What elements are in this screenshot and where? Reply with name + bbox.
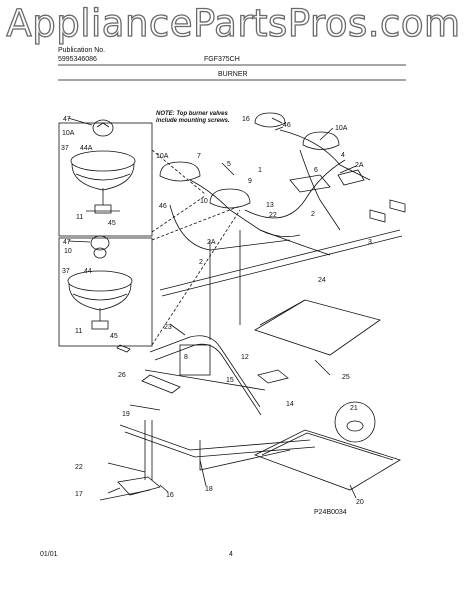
callout: 16 <box>242 116 250 123</box>
callout: 9 <box>248 178 252 185</box>
section-title: BURNER <box>218 71 248 78</box>
note-line-1: NOTE: Top burner valves <box>156 111 228 117</box>
callout: 2A <box>207 239 216 246</box>
callout: 45 <box>110 333 118 340</box>
callout: 37 <box>61 145 69 152</box>
callout: 10A <box>62 130 75 137</box>
page-number: 4 <box>229 551 233 558</box>
callout: 44 <box>84 268 92 275</box>
callout: 11 <box>75 328 82 335</box>
callout: 22 <box>75 464 83 471</box>
callout: 2 <box>199 259 203 266</box>
callout: 20 <box>356 499 364 506</box>
callout: 46 <box>283 122 291 129</box>
callout: 22 <box>269 212 277 219</box>
callout: 46 <box>159 203 167 210</box>
callout: 4 <box>341 152 345 159</box>
callout: 37 <box>62 268 70 275</box>
callout: 24 <box>318 277 326 284</box>
callout: 6 <box>314 167 318 174</box>
callout: 10A <box>156 153 169 160</box>
callout: 18 <box>205 486 213 493</box>
callout: 17 <box>75 491 83 498</box>
note-line-2: include mounting screws. <box>156 118 230 124</box>
callout: 26 <box>118 372 126 379</box>
callout: 19 <box>122 411 130 418</box>
figure-code: P24B0034 <box>314 509 347 516</box>
callout: 45 <box>108 220 116 227</box>
publication-label: Publication No. <box>58 47 106 54</box>
callout: 12 <box>241 354 249 361</box>
callout: 2 <box>311 211 315 218</box>
footer-date: 01/01 <box>40 551 58 558</box>
callout: 10 <box>200 198 208 205</box>
callout: 15 <box>226 377 234 384</box>
callout: 5 <box>227 161 231 168</box>
callout: 14 <box>286 401 294 408</box>
callout: 21 <box>350 405 358 412</box>
callout: 23 <box>164 324 172 331</box>
callout: 10A <box>335 125 348 132</box>
callout: 1 <box>258 167 262 174</box>
callout: 8 <box>184 354 188 361</box>
callout: 16 <box>166 492 174 499</box>
publication-number: 5995346086 <box>58 56 97 63</box>
callout: 7 <box>197 153 201 160</box>
model-number: FGF375CH <box>204 56 240 63</box>
callout: 47 <box>63 239 71 246</box>
callout: 10 <box>64 248 72 255</box>
callout: 2A <box>355 162 364 169</box>
callout: 47 <box>63 116 71 123</box>
callout: 13 <box>266 202 274 209</box>
callout: 44A <box>80 145 93 152</box>
callout: 11 <box>76 214 83 221</box>
watermark: AppliancePartsPros.com <box>6 1 461 45</box>
callout: 3 <box>368 239 372 246</box>
callout: 25 <box>342 374 350 381</box>
